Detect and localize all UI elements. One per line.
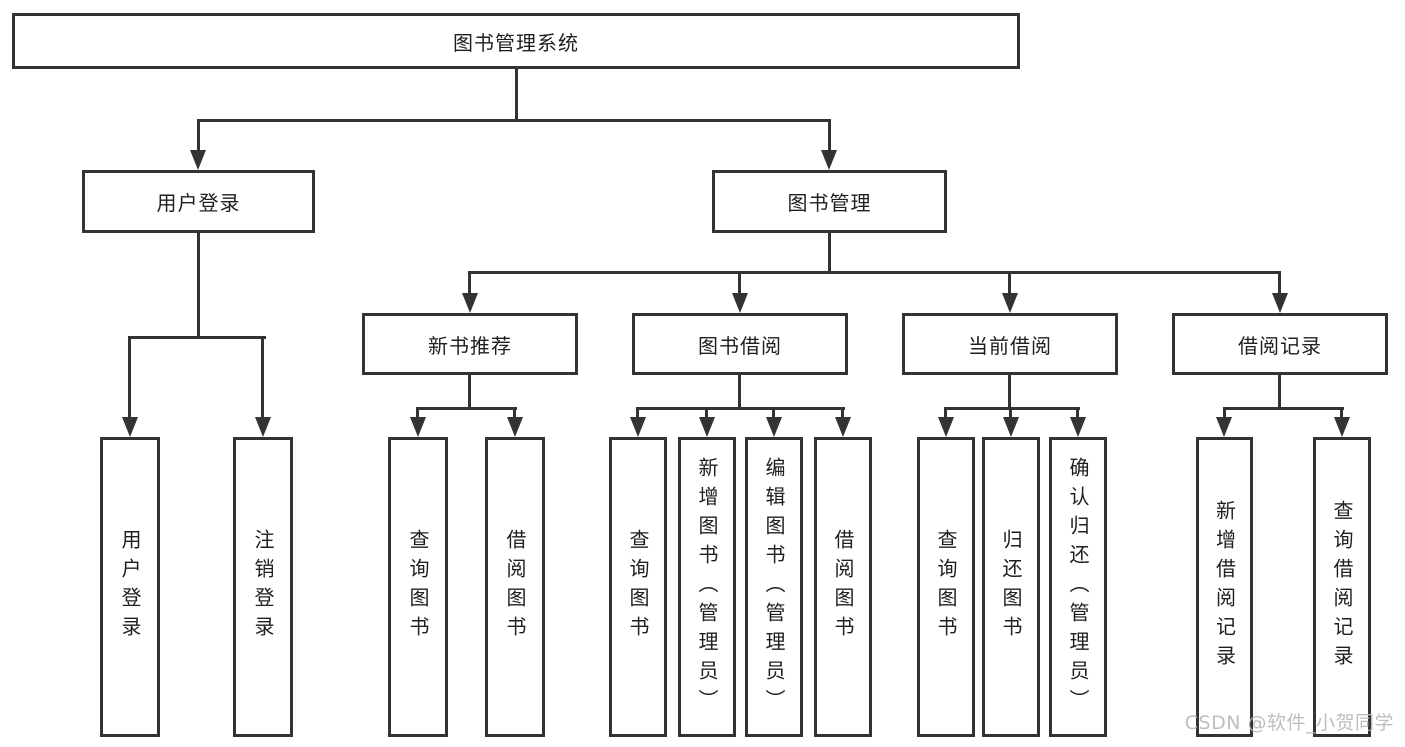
leaf-label: 编辑图书（管理员）: [762, 456, 786, 718]
leaf-label: 确认归还（管理员）: [1066, 456, 1090, 718]
node-book-management: 图书管理: [712, 170, 947, 233]
node-borrowing-records: 借阅记录: [1172, 313, 1388, 375]
leaf-borrow-books-recommend: 借阅图书: [485, 437, 545, 737]
arrow-down-icon: [255, 417, 271, 437]
connector-line: [738, 375, 741, 410]
node-label: 图书管理系统: [453, 30, 579, 55]
arrow-down-icon: [1002, 293, 1018, 313]
leaf-add-books-admin: 新增图书（管理员）: [678, 437, 736, 737]
arrow-down-icon: [630, 417, 646, 437]
connector-line: [1278, 271, 1281, 293]
connector-line: [1223, 407, 1226, 417]
node-new-book-recommendation: 新书推荐: [362, 313, 578, 375]
connector-line: [944, 407, 947, 417]
connector-line: [1223, 407, 1344, 410]
leaf-label: 查询图书: [626, 529, 650, 645]
arrow-down-icon: [821, 150, 837, 170]
connector-line: [1008, 271, 1011, 293]
connector-line: [197, 119, 831, 122]
connector-line: [416, 407, 517, 410]
arrow-down-icon: [507, 417, 523, 437]
connector-line: [128, 336, 131, 417]
leaf-label: 借阅图书: [503, 529, 527, 645]
connector-line: [772, 407, 775, 417]
leaf-return-books: 归还图书: [982, 437, 1040, 737]
leaf-query-books-borrowing: 查询图书: [609, 437, 667, 737]
arrow-down-icon: [462, 293, 478, 313]
connector-line: [416, 407, 419, 417]
connector-line: [1009, 407, 1012, 417]
connector-line: [1076, 407, 1079, 417]
connector-line: [468, 375, 471, 410]
connector-line: [738, 271, 741, 293]
node-label: 图书管理: [787, 191, 872, 215]
arrow-down-icon: [1070, 417, 1086, 437]
leaf-label: 新增图书（管理员）: [695, 456, 719, 718]
leaf-confirm-return-admin: 确认归还（管理员）: [1049, 437, 1107, 737]
leaf-label: 借阅图书: [831, 529, 855, 645]
node-label: 用户登录: [156, 191, 241, 215]
leaf-query-books-recommend: 查询图书: [388, 437, 448, 737]
node-label: 当前借阅: [968, 333, 1052, 358]
arrow-down-icon: [1003, 417, 1019, 437]
arrow-down-icon: [732, 293, 748, 313]
connector-line: [197, 233, 200, 336]
leaf-label: 注销登录: [251, 529, 275, 645]
arrow-down-icon: [699, 417, 715, 437]
connector-line: [841, 407, 844, 417]
connector-line: [636, 407, 845, 410]
arrow-down-icon: [938, 417, 954, 437]
leaf-query-borrow-record: 查询借阅记录: [1313, 437, 1371, 737]
leaf-logout: 注销登录: [233, 437, 293, 737]
connector-line: [513, 407, 516, 417]
leaf-add-borrow-record: 新增借阅记录: [1196, 437, 1253, 737]
node-current-borrowing: 当前借阅: [902, 313, 1118, 375]
connector-line: [261, 336, 264, 417]
connector-line: [1278, 375, 1281, 410]
node-book-borrowing: 图书借阅: [632, 313, 848, 375]
connector-line: [1008, 375, 1011, 410]
leaf-label: 查询图书: [406, 529, 430, 645]
connector-line: [1340, 407, 1343, 417]
node-label: 新书推荐: [428, 333, 512, 358]
connector-line: [636, 407, 639, 417]
arrow-down-icon: [1272, 293, 1288, 313]
connector-line: [705, 407, 708, 417]
leaf-user-login: 用户登录: [100, 437, 160, 737]
arrow-down-icon: [766, 417, 782, 437]
connector-line: [468, 271, 1281, 274]
leaf-label: 查询图书: [934, 529, 958, 645]
node-library-management-system: 图书管理系统: [12, 13, 1020, 69]
connector-line: [197, 119, 200, 150]
leaf-label: 用户登录: [118, 529, 142, 645]
connector-line: [128, 336, 266, 339]
arrow-down-icon: [190, 150, 206, 170]
leaf-borrow-books-borrowing: 借阅图书: [814, 437, 872, 737]
connector-line: [828, 119, 831, 150]
connector-line: [468, 271, 471, 293]
arrow-down-icon: [1216, 417, 1232, 437]
leaf-query-books-current: 查询图书: [917, 437, 975, 737]
leaf-label: 查询借阅记录: [1330, 500, 1354, 674]
node-label: 借阅记录: [1238, 333, 1322, 358]
leaf-label: 新增借阅记录: [1212, 500, 1237, 674]
arrow-down-icon: [122, 417, 138, 437]
node-label: 图书借阅: [698, 333, 782, 358]
connector-line: [944, 407, 1080, 410]
node-user-login: 用户登录: [82, 170, 315, 233]
arrow-down-icon: [410, 417, 426, 437]
leaf-label: 归还图书: [999, 529, 1023, 645]
leaf-edit-books-admin: 编辑图书（管理员）: [745, 437, 803, 737]
connector-line: [515, 69, 518, 122]
connector-line: [828, 233, 831, 274]
arrow-down-icon: [1334, 417, 1350, 437]
arrow-down-icon: [835, 417, 851, 437]
